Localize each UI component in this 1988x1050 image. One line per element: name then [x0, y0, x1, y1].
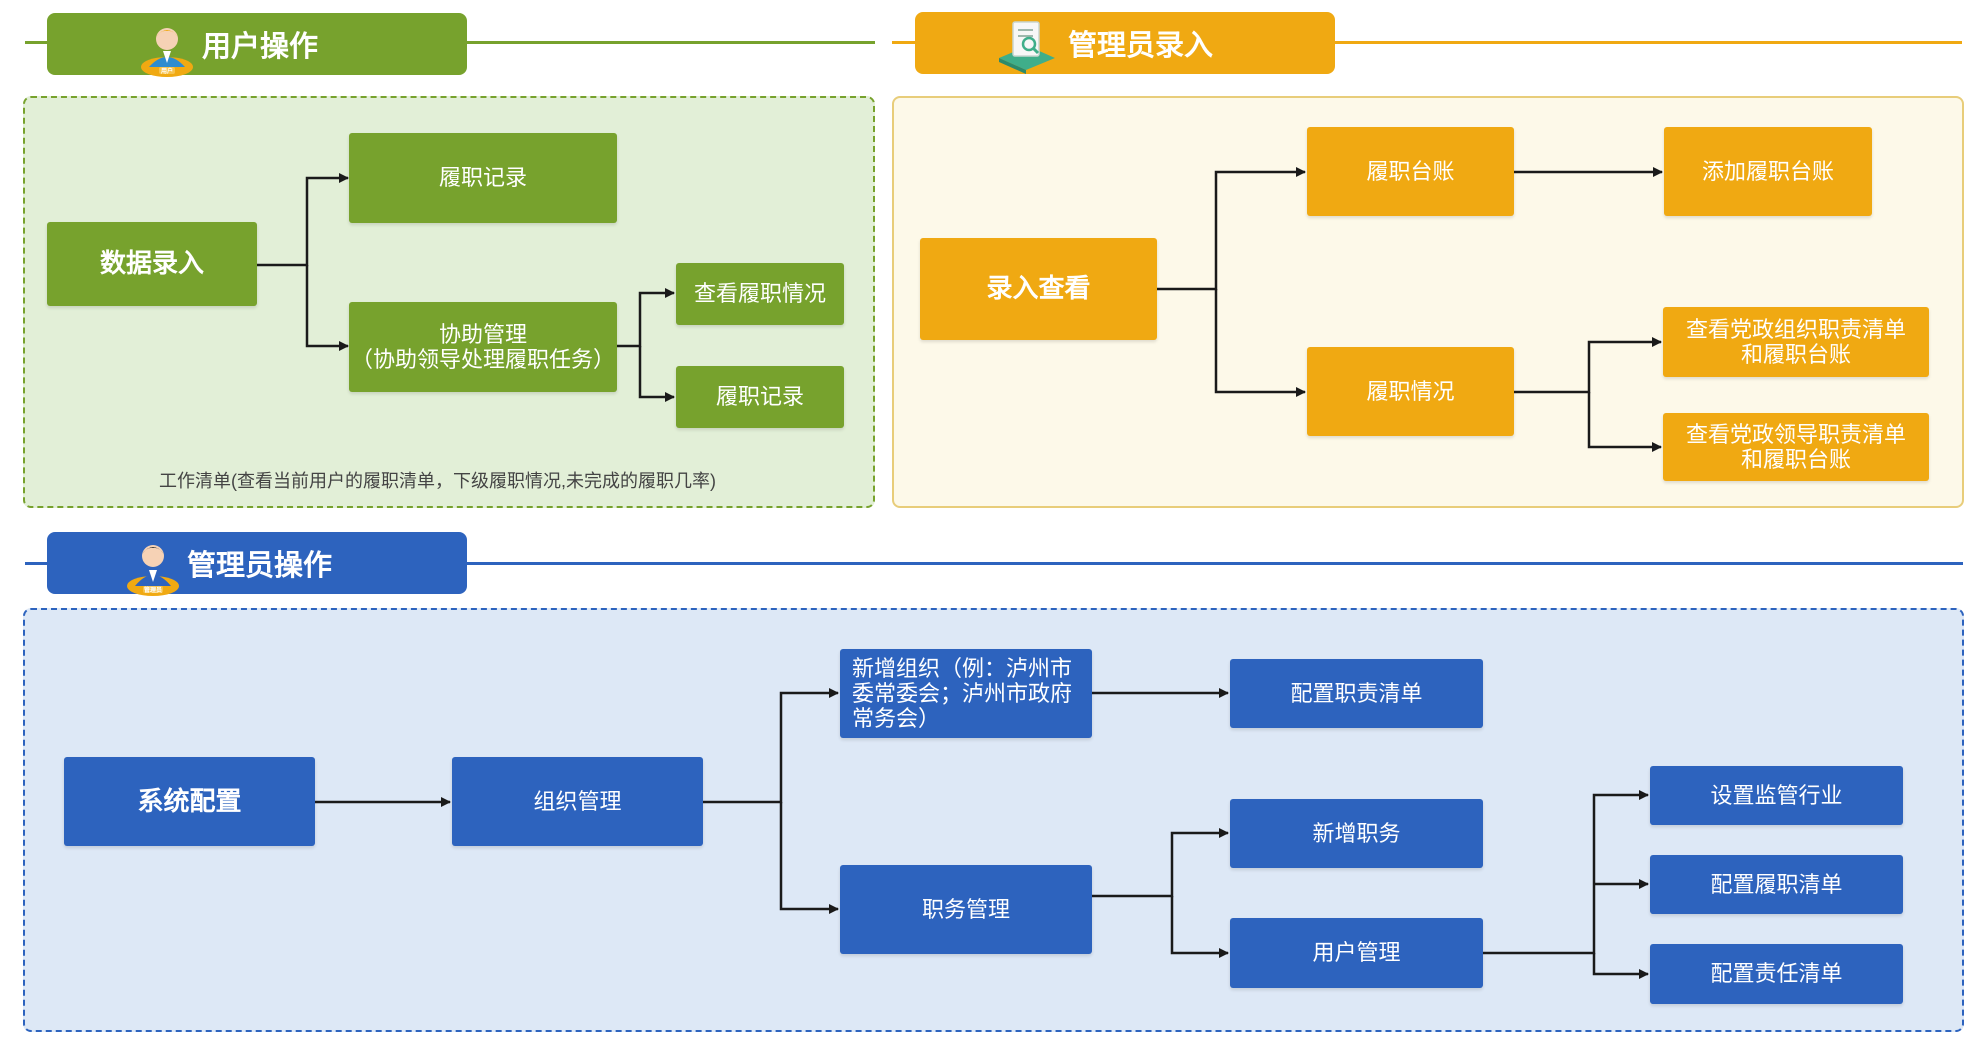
node-duty-status: 履职情况: [1307, 347, 1514, 436]
svg-text:用户: 用户: [160, 67, 173, 75]
node-add-duty-ledger: 添加履职台账: [1664, 127, 1872, 216]
node-system-config: 系统配置: [64, 757, 315, 846]
node-config-performance-list: 配置履职清单: [1650, 855, 1903, 914]
admin-entry-title: 管理员录入: [1068, 30, 1214, 62]
node-post-manage: 职务管理: [840, 865, 1092, 954]
node-assist-manage: 协助管理 （协助领导处理履职任务）: [349, 302, 617, 392]
admin-entry-header: 管理员录入: [915, 12, 1335, 74]
svg-text:管理员: 管理员: [144, 586, 162, 594]
node-data-entry: 数据录入: [47, 222, 257, 306]
admin-ops-header: 管理员 管理员操作: [47, 532, 467, 596]
node-duty-record-2: 履职记录: [676, 366, 844, 428]
node-user-manage: 用户管理: [1230, 918, 1483, 988]
node-config-responsibility-list: 配置责任清单: [1650, 944, 1903, 1004]
user-ops-header: 用户 用户操作: [47, 13, 467, 77]
admin-ops-title: 管理员操作: [187, 550, 333, 582]
node-view-org-list: 查看党政组织职责清单 和履职台账: [1663, 307, 1929, 377]
admin-avatar-icon: 管理员: [127, 545, 179, 596]
node-set-regulated-industry: 设置监管行业: [1650, 766, 1903, 825]
admin-entry-header-line: [892, 41, 1962, 44]
node-add-org: 新增组织（例：泸州市 委常委会；泸州市政府 常务会）: [840, 649, 1092, 738]
node-config-duty-list: 配置职责清单: [1230, 659, 1483, 728]
user-ops-note: 工作清单(查看当前用户的履职清单，下级履职情况,未完成的履职几率): [159, 471, 716, 491]
user-avatar-icon: 用户: [141, 28, 193, 77]
node-entry-view: 录入查看: [920, 238, 1157, 340]
admin-ops-header-line: [25, 562, 1963, 565]
node-view-leader-list: 查看党政领导职责清单 和履职台账: [1663, 413, 1929, 481]
document-search-icon: [999, 21, 1055, 74]
node-duty-record: 履职记录: [349, 133, 617, 223]
user-ops-title: 用户操作: [202, 31, 319, 63]
node-add-post: 新增职务: [1230, 799, 1483, 868]
node-duty-ledger: 履职台账: [1307, 127, 1514, 216]
node-view-duty-status: 查看履职情况: [676, 263, 844, 325]
node-org-manage: 组织管理: [452, 757, 703, 846]
